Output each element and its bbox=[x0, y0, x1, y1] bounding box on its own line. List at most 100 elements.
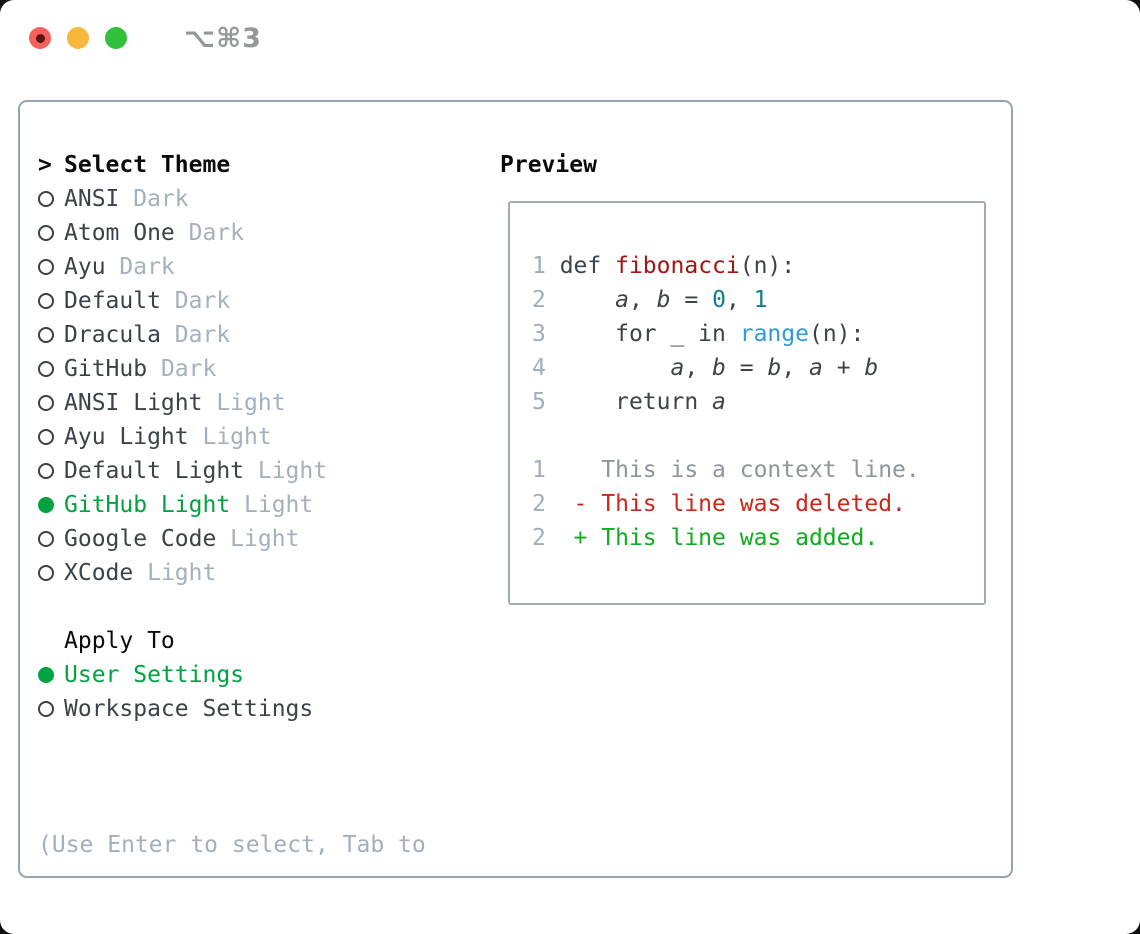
radio-cell bbox=[38, 327, 64, 343]
radio-icon bbox=[38, 429, 54, 445]
code-token-text: + bbox=[822, 355, 865, 381]
code-token-num: 0 bbox=[712, 287, 726, 313]
minimize-button[interactable] bbox=[67, 27, 89, 49]
theme-option[interactable]: XCode Light bbox=[38, 556, 426, 590]
option-label: GitHub Light Light bbox=[64, 492, 314, 518]
code-line: 4 a, b = b, a + b bbox=[532, 351, 920, 385]
option-label: ANSI Dark bbox=[64, 186, 189, 212]
hint-text: (Use Enter to select, Tab to change focu… bbox=[38, 760, 426, 934]
preview-title: Preview bbox=[500, 152, 597, 178]
line-number: 1 bbox=[532, 457, 546, 483]
radio-cell bbox=[38, 395, 64, 411]
option-label: Ayu Dark bbox=[64, 254, 175, 280]
spacer bbox=[532, 419, 920, 453]
radio-cell bbox=[38, 259, 64, 275]
variant-badge: Dark bbox=[160, 322, 231, 348]
code-token-deleted: - This line was deleted. bbox=[545, 491, 906, 517]
variant-badge: Light bbox=[216, 526, 300, 552]
code-token-added: + This line was added. bbox=[545, 525, 879, 551]
code-token-text: (n): bbox=[739, 253, 796, 279]
theme-option[interactable]: Atom One Dark bbox=[38, 216, 426, 250]
code-line: 3 for _ in range(n): bbox=[532, 317, 920, 351]
radio-icon bbox=[38, 701, 54, 717]
theme-option[interactable]: GitHub Light Light bbox=[38, 488, 426, 522]
code-token-context: This is a context line. bbox=[545, 457, 920, 483]
apply-to-title: Apply To bbox=[64, 628, 175, 654]
apply-option[interactable]: Workspace Settings bbox=[38, 692, 426, 726]
radio-cell bbox=[38, 293, 64, 309]
theme-option[interactable]: Google Code Light bbox=[38, 522, 426, 556]
close-dot-icon bbox=[35, 33, 45, 43]
code-token-text: , bbox=[684, 355, 713, 381]
line-number: 1 bbox=[532, 253, 546, 279]
radio-cell bbox=[38, 191, 64, 207]
option-label: Google Code Light bbox=[64, 526, 300, 552]
theme-option[interactable]: ANSI Dark bbox=[38, 182, 426, 216]
radio-icon bbox=[38, 259, 54, 275]
diff-line: 2 + This line was added. bbox=[532, 521, 920, 555]
code-token-var: b bbox=[656, 287, 671, 313]
code-line: 5 return a bbox=[532, 385, 920, 419]
code-token-var: b bbox=[864, 355, 879, 381]
close-button[interactable] bbox=[29, 27, 51, 49]
radio-icon bbox=[38, 565, 54, 581]
code-token-var: b bbox=[767, 355, 782, 381]
radio-icon bbox=[38, 327, 54, 343]
theme-option[interactable]: Dracula Dark bbox=[38, 318, 426, 352]
theme-option[interactable]: GitHub Dark bbox=[38, 352, 426, 386]
cursor-arrow-icon: > bbox=[38, 152, 52, 178]
radio-cell bbox=[38, 531, 64, 547]
select-theme-title: Select Theme bbox=[64, 152, 231, 178]
code-token-func: fibonacci bbox=[615, 253, 740, 279]
radio-icon bbox=[38, 531, 54, 547]
radio-cell bbox=[38, 361, 64, 377]
theme-option[interactable]: Default Dark bbox=[38, 284, 426, 318]
code-token-var: b bbox=[712, 355, 726, 381]
hint-line-1: (Use Enter to select, Tab to bbox=[38, 832, 426, 858]
code-token-text: , bbox=[781, 355, 810, 381]
code-token-text bbox=[546, 287, 615, 313]
variant-badge: Dark bbox=[160, 288, 231, 314]
code-token-call: range bbox=[739, 321, 809, 347]
option-label: Workspace Settings bbox=[64, 696, 314, 722]
option-label: Default Dark bbox=[64, 288, 231, 314]
code-token-var: a bbox=[615, 287, 629, 313]
line-number: 2 bbox=[532, 525, 546, 551]
code-token-text: return bbox=[545, 389, 713, 415]
radio-icon bbox=[38, 191, 54, 207]
radio-selected-icon bbox=[38, 497, 54, 513]
window-shortcut-title: ⌥⌘3 bbox=[184, 22, 262, 54]
theme-option[interactable]: Ayu Dark bbox=[38, 250, 426, 284]
apply-option[interactable]: User Settings bbox=[38, 658, 426, 692]
option-label: Ayu Light Light bbox=[64, 424, 272, 450]
diff-line: 2 - This line was deleted. bbox=[532, 487, 920, 521]
radio-cell bbox=[38, 701, 64, 717]
line-number: 4 bbox=[532, 355, 546, 381]
theme-option[interactable]: Ayu Light Light bbox=[38, 420, 426, 454]
radio-cell bbox=[38, 497, 64, 513]
line-number: 5 bbox=[532, 389, 546, 415]
variant-badge: Dark bbox=[174, 220, 245, 246]
option-label: Default Light Light bbox=[64, 458, 328, 484]
radio-cell bbox=[38, 463, 64, 479]
theme-option[interactable]: ANSI Light Light bbox=[38, 386, 426, 420]
variant-badge: Light bbox=[244, 458, 328, 484]
option-label: Dracula Dark bbox=[64, 322, 231, 348]
option-label: User Settings bbox=[64, 662, 245, 688]
diff-block: 1 This is a context line. 2 - This line w… bbox=[532, 453, 920, 555]
theme-option[interactable]: Default Light Light bbox=[38, 454, 426, 488]
option-label: ANSI Light Light bbox=[64, 390, 286, 416]
zoom-button[interactable] bbox=[105, 27, 127, 49]
radio-icon bbox=[38, 395, 54, 411]
radio-cell bbox=[38, 429, 64, 445]
code-token-num: 1 bbox=[753, 287, 768, 313]
variant-badge: Light bbox=[188, 424, 272, 450]
variant-badge: Light bbox=[202, 390, 286, 416]
code-token-text: = bbox=[725, 355, 768, 381]
